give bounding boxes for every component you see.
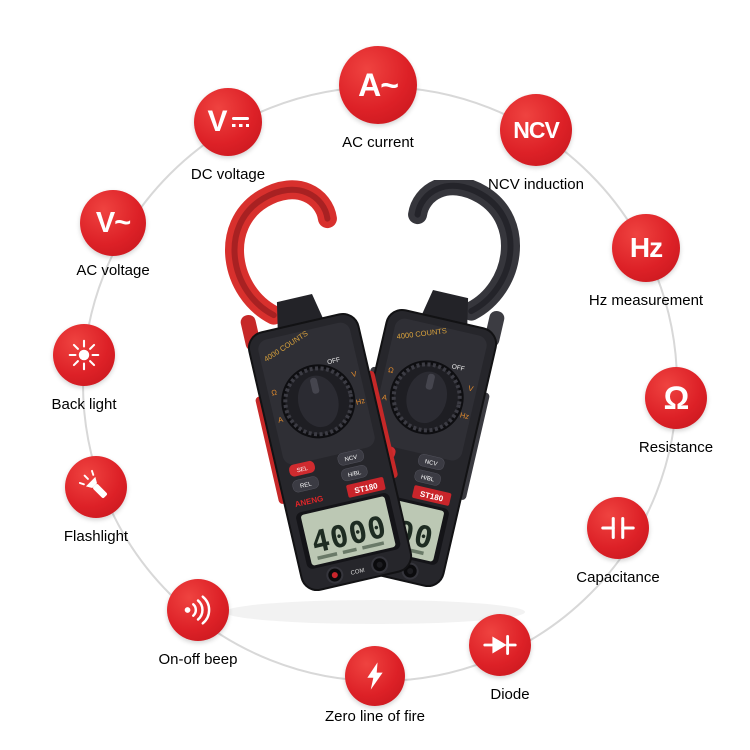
dial-mark-ohm: Ω	[387, 365, 395, 375]
flashlight-icon	[78, 469, 107, 498]
model-tag	[346, 477, 386, 498]
dial-knob	[406, 371, 448, 424]
beep-icon-badge	[167, 579, 229, 641]
capacitor-icon	[601, 516, 635, 540]
ac-current-icon: A~	[339, 46, 417, 124]
ac-current-label: AC current	[342, 134, 414, 151]
ncv-glyph: NCV	[513, 116, 560, 143]
hz-measurement-icon: Hz	[612, 214, 680, 282]
lightning-bolt-icon	[367, 662, 383, 690]
ac-voltage-label: AC voltage	[76, 262, 150, 279]
dial-mark-volt: V	[351, 369, 358, 379]
hbl-button	[341, 465, 368, 482]
model-tag	[412, 485, 452, 506]
on-off-beep-label: On-off beep	[158, 651, 238, 668]
red-clamp-inner-edge	[231, 186, 331, 319]
clamp-meter-product: 4000 COUNTS OFF Ω A V Hz SEL NCV REL H/B…	[225, 180, 525, 624]
red-clamp-meter: 4000 COUNTS OFF Ω A V Hz SEL NCV REL H/B…	[225, 180, 413, 592]
diode-icon	[483, 635, 517, 655]
red-clamp-jaw	[225, 180, 337, 325]
hbl-button	[414, 469, 441, 486]
ac-voltage-glyph: V~	[95, 206, 131, 239]
dc-voltage-icon: V	[194, 88, 262, 156]
black-clamp-inner-edge	[414, 182, 514, 315]
lcd-symbol-row	[342, 547, 357, 555]
dial-off-label: OFF	[451, 363, 465, 373]
resistance-label: Resistance	[638, 439, 714, 456]
hbl-button-label: H/BL	[348, 470, 363, 479]
dial-mark-hz: Hz	[355, 396, 366, 407]
hz-glyph: Hz	[629, 232, 663, 263]
ncv-button-label: NCV	[344, 455, 358, 464]
sel-button-label: SEL	[296, 466, 309, 475]
dial-knob	[297, 375, 339, 428]
capacitance-icon-badge	[587, 497, 649, 559]
com-port-label: COM	[350, 568, 365, 577]
ncv-induction-label: NCV induction	[488, 176, 584, 193]
sun-icon	[68, 339, 100, 371]
ac-current-glyph: A~	[358, 67, 399, 103]
flashlight-icon-badge	[65, 456, 127, 518]
dial-mark-volt: V	[467, 384, 474, 394]
flashlight-label: Flashlight	[63, 528, 129, 545]
lcd-symbol-row	[362, 541, 385, 550]
black-clamp-meter: 4000 COUNTS OFF Ω A V Hz SEL NCV REL H/B…	[332, 180, 520, 588]
dial-off-label: OFF	[327, 356, 341, 366]
dial-mark-amp: A	[277, 415, 284, 425]
diode-label: Diode	[490, 686, 530, 703]
sel-button	[289, 460, 316, 477]
resistance-icon: Ω	[645, 367, 707, 429]
back-light-icon-badge	[53, 324, 115, 386]
black-clamp-jaw	[408, 180, 520, 321]
diode-icon-badge	[469, 614, 531, 676]
zero-line-icon-badge	[345, 646, 405, 706]
com-port-inner	[331, 572, 338, 579]
hbl-button-label: H/BL	[420, 475, 435, 484]
dial-mark-ohm: Ω	[270, 387, 278, 397]
dial-pointer	[425, 373, 435, 390]
rel-button-label: REL	[300, 481, 313, 490]
ncv-induction-icon: NCV	[500, 94, 572, 166]
rel-button	[292, 476, 319, 493]
volt-port-inner	[407, 568, 414, 575]
lcd-display	[301, 496, 396, 566]
ncv-button	[337, 449, 365, 466]
back-light-label: Back light	[51, 396, 117, 413]
ncv-button-label: NCV	[424, 459, 438, 468]
sound-waves-icon	[184, 595, 211, 625]
lcd-symbol-row	[317, 552, 338, 560]
hz-measurement-label: Hz measurement	[588, 292, 704, 309]
dial-mark-hz: Hz	[459, 410, 470, 421]
dial-pointer	[310, 377, 320, 394]
dc-symbol	[231, 116, 249, 128]
zero-line-label: Zero line of fire	[324, 708, 426, 725]
dial-mark-amp: A	[381, 392, 388, 402]
ncv-button	[417, 453, 445, 471]
dc-voltage-label: DC voltage	[190, 166, 266, 183]
ac-voltage-icon: V~	[80, 190, 146, 256]
capacitance-label: Capacitance	[576, 569, 660, 586]
volt-port-inner	[376, 561, 383, 568]
dc-voltage-glyph: V	[207, 105, 227, 138]
product-shadow	[225, 600, 525, 624]
ohm-glyph: Ω	[663, 380, 690, 416]
